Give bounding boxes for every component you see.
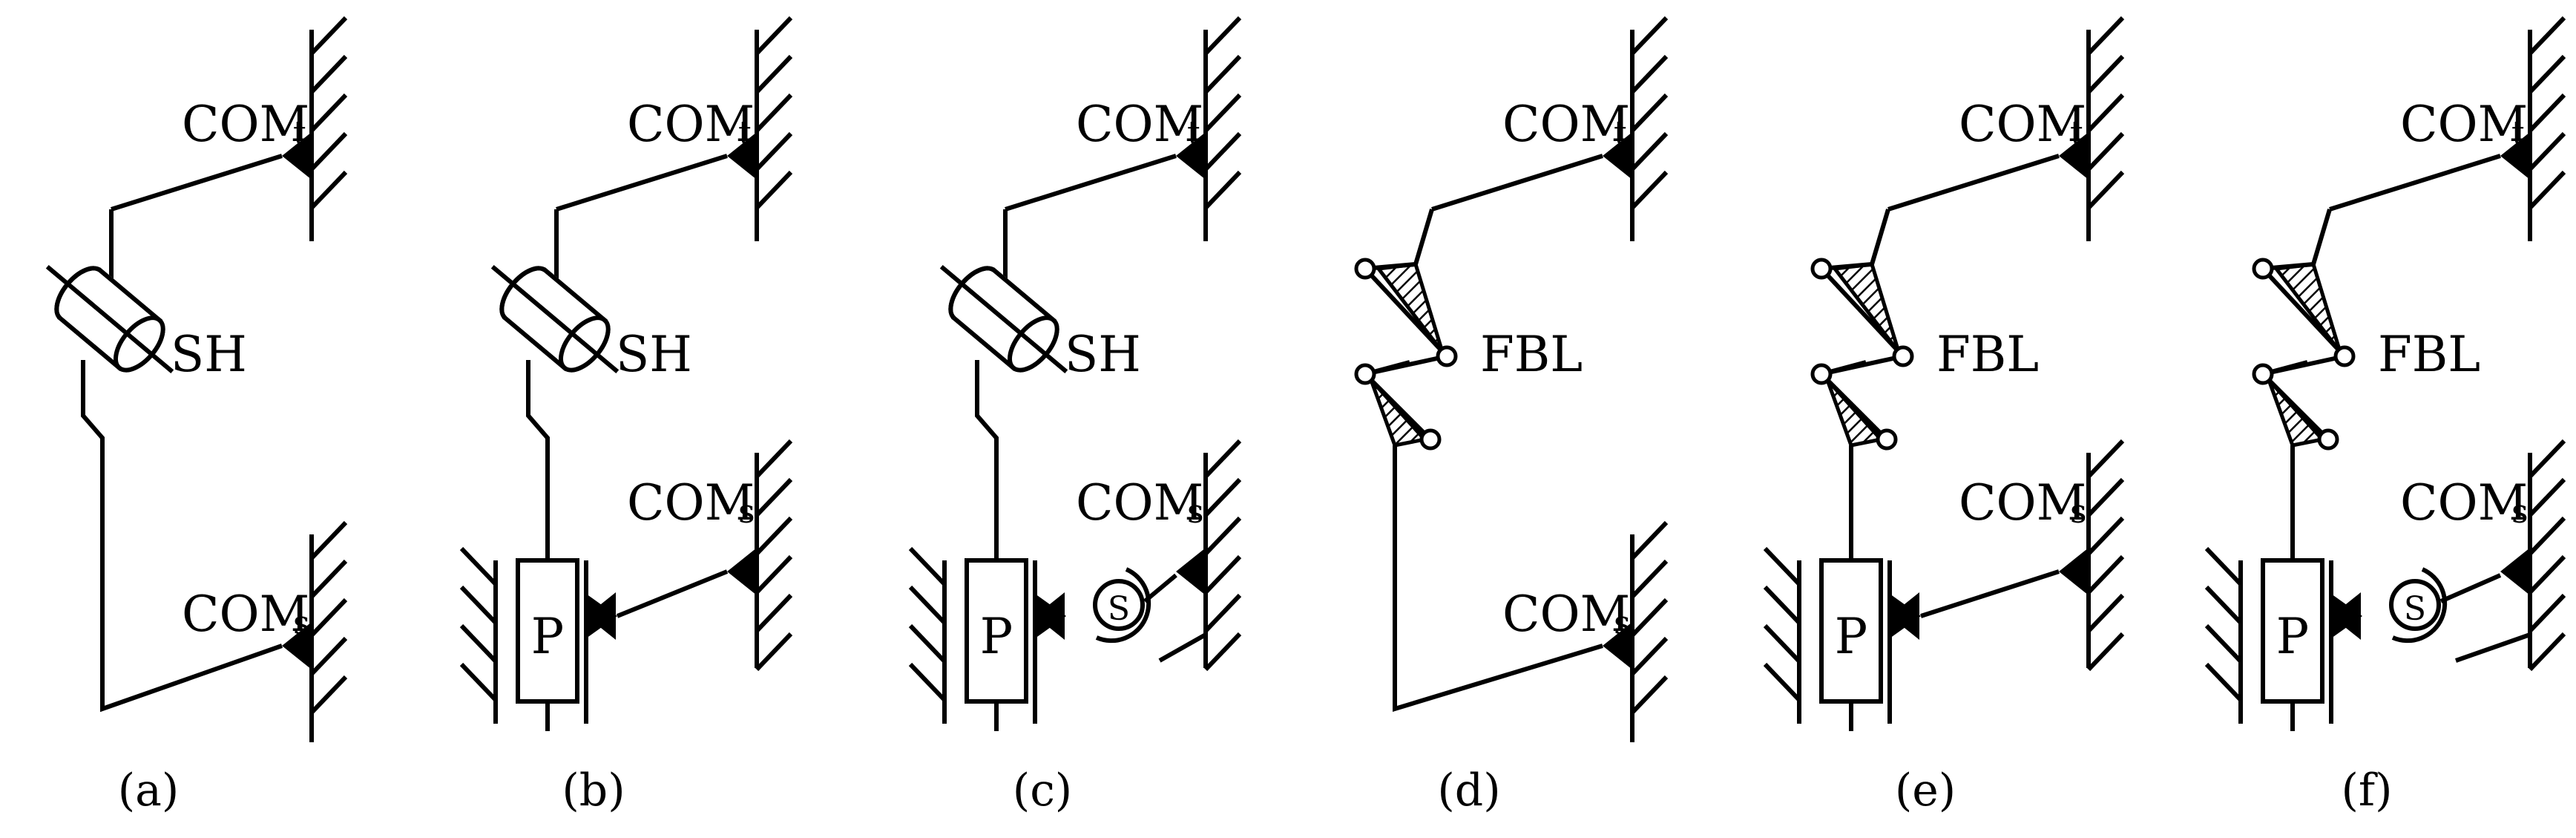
- pelvis-label: P: [2276, 608, 2309, 665]
- spherical-hinge-cylinder: [939, 264, 1068, 374]
- top-com-subscript: t: [2511, 114, 2525, 152]
- pelvis-connector: [1035, 594, 1066, 638]
- top-wall: [1630, 16, 1669, 241]
- bottom-wall: [2528, 439, 2566, 672]
- bottom-wall: [1203, 439, 1242, 672]
- pelvis-box: [516, 558, 579, 704]
- top-wall: [755, 16, 793, 241]
- panel-caption: (b): [562, 765, 625, 816]
- bottom-com-label: COM: [627, 474, 755, 531]
- bottom-anchor: [1176, 548, 1206, 595]
- bottom-anchor: [1603, 622, 1632, 670]
- top-wall: [309, 16, 348, 241]
- pelvis-slider: P: [908, 546, 1037, 731]
- joint-label: SH: [171, 326, 247, 383]
- bottom-wall: [2086, 439, 2125, 672]
- pelvis-slider: P: [1763, 546, 1892, 731]
- top-wall: [2528, 16, 2566, 241]
- panel-caption: (e): [1895, 765, 1956, 816]
- bottom-com-subscript: s: [2511, 493, 2529, 531]
- pelvis-label: P: [980, 608, 1013, 665]
- bottom-anchor: [282, 622, 312, 670]
- pelvis-left-wall: [459, 546, 498, 724]
- spring-label: S: [1108, 590, 1130, 628]
- joint-label: SH: [616, 326, 692, 383]
- pelvis-label: P: [1835, 608, 1867, 665]
- joint-label: SH: [1065, 326, 1141, 383]
- bottom-com-label: COM: [1502, 586, 1630, 643]
- bottom-com-subscript: s: [738, 493, 755, 531]
- bottom-com-subscript: s: [2070, 493, 2087, 531]
- bottom-com-label: COM: [1076, 474, 1203, 531]
- pelvis-connector: [586, 594, 617, 638]
- top-anchor: [2500, 132, 2530, 180]
- pelvis-box: [2261, 558, 2324, 704]
- top-anchor: [1176, 132, 1206, 180]
- top-com-label: COM: [2400, 96, 2528, 153]
- top-com-label: COM: [627, 96, 755, 153]
- top-wall: [1203, 16, 1242, 241]
- top-com-subscript: t: [2070, 114, 2083, 152]
- bottom-wall: [1630, 520, 1669, 742]
- pelvis-connector: [1890, 594, 1921, 638]
- spherical-hinge-cylinder: [45, 264, 174, 374]
- pelvis-left-wall: [908, 546, 947, 724]
- panel-caption: (a): [118, 765, 180, 816]
- bottom-com-subscript: s: [1187, 493, 1204, 531]
- top-com-subscript: t: [738, 114, 752, 152]
- pelvis-label: P: [531, 608, 564, 665]
- panel-caption: (f): [2341, 765, 2392, 816]
- bottom-wall: [755, 439, 793, 672]
- bottom-anchor: [727, 548, 757, 595]
- bottom-com-label: COM: [1959, 474, 2086, 531]
- joint-label: FBL: [1936, 326, 2039, 383]
- panel-caption: (d): [1437, 765, 1500, 816]
- four-bar-linkage: [2252, 258, 2356, 451]
- top-anchor: [2059, 132, 2089, 180]
- pelvis-slider: P: [2204, 546, 2333, 731]
- bottom-wall: [309, 520, 348, 742]
- bottom-com-subscript: s: [1614, 604, 1631, 642]
- spring-element: S: [1093, 567, 1151, 644]
- top-com-subscript: t: [293, 114, 306, 152]
- top-com-subscript: t: [1614, 114, 1627, 152]
- spring-element: S: [2389, 567, 2448, 644]
- top-com-subscript: t: [1187, 114, 1200, 152]
- spring-label: S: [2404, 590, 2426, 628]
- four-bar-linkage: [1354, 258, 1458, 451]
- pelvis-left-wall: [2204, 546, 2243, 724]
- bottom-anchor: [2059, 548, 2089, 595]
- pelvis-box: [1819, 558, 1883, 704]
- joint-label: FBL: [2378, 326, 2480, 383]
- bottom-com-label: COM: [2400, 474, 2528, 531]
- pelvis-box: [965, 558, 1028, 704]
- joint-label: FBL: [1480, 326, 1583, 383]
- top-com-label: COM: [182, 96, 309, 153]
- panel-caption: (c): [1013, 765, 1072, 816]
- pelvis-slider: P: [459, 546, 588, 731]
- pelvis-left-wall: [1763, 546, 1801, 724]
- bottom-com-subscript: s: [293, 604, 310, 642]
- four-bar-linkage: [1810, 258, 1914, 451]
- top-wall: [2086, 16, 2125, 241]
- top-anchor: [282, 132, 312, 180]
- pelvis-connector: [2331, 594, 2362, 638]
- top-com-label: COM: [1076, 96, 1203, 153]
- top-com-label: COM: [1502, 96, 1630, 153]
- bottom-com-label: COM: [182, 586, 309, 643]
- spherical-hinge-cylinder: [490, 264, 620, 374]
- top-anchor: [1603, 132, 1632, 180]
- top-anchor: [727, 132, 757, 180]
- top-com-label: COM: [1959, 96, 2086, 153]
- bottom-anchor: [2500, 548, 2530, 595]
